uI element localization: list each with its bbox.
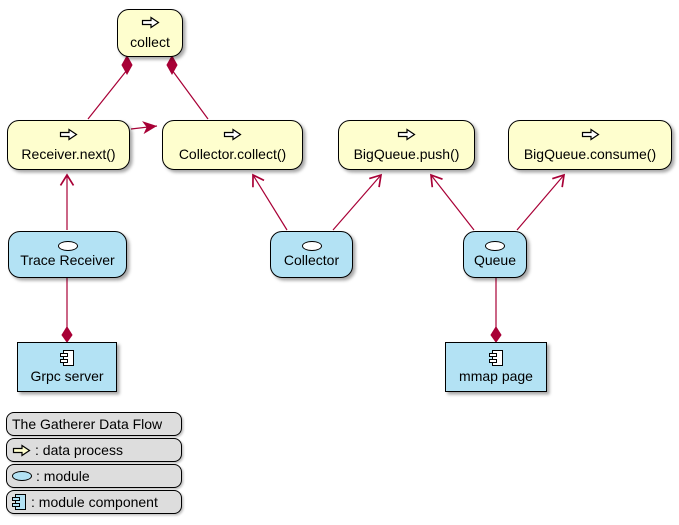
node-label: collect: [130, 33, 170, 50]
node-label: Receiver.next(): [21, 145, 116, 162]
module-component-icon: [59, 349, 75, 367]
edge-collector-to-collect: [252, 173, 288, 231]
node-label: BigQueue.consume(): [523, 145, 657, 162]
legend: The Gatherer Data Flow : data process : …: [6, 412, 182, 514]
data-process-icon: [223, 128, 242, 144]
node-label: Trace Receiver: [20, 251, 115, 268]
edge-collect-collector-collect: [171, 69, 209, 120]
module-component-icon: [488, 349, 504, 367]
module-icon: [301, 240, 322, 251]
node-label: Grpc server: [30, 367, 104, 384]
node-queue: Queue: [463, 231, 527, 278]
node-grpc-server: Grpc server: [17, 342, 117, 392]
legend-title-text: The Gatherer Data Flow: [12, 416, 163, 432]
data-process-icon: [397, 128, 416, 144]
node-label: BigQueue.push(): [353, 145, 460, 162]
legend-title: The Gatherer Data Flow: [6, 412, 182, 436]
edge-collector-to-push: [332, 173, 383, 231]
module-icon: [12, 471, 32, 481]
node-collector-collect: Collector.collect(): [162, 120, 303, 170]
module-icon: [57, 240, 78, 251]
node-collect: collect: [117, 9, 183, 57]
edge-collect-receiver: [87, 69, 128, 120]
edge-receiver-to-collector-collect: [130, 121, 158, 135]
node-receiver-next: Receiver.next(): [7, 120, 130, 170]
legend-item-data-process: : data process: [6, 438, 182, 462]
data-process-icon: [581, 128, 600, 144]
diamond-collect-right: [166, 54, 178, 76]
legend-item-label: : module component: [31, 494, 158, 510]
data-process-icon: [12, 443, 31, 457]
node-label: mmap page: [459, 367, 533, 384]
diamond-mmap: [490, 326, 502, 343]
diamond-grpc: [61, 326, 73, 343]
data-process-icon: [59, 128, 78, 144]
legend-item-label: : module: [36, 468, 90, 484]
edge-queue-to-consume: [516, 173, 566, 231]
module-icon: [485, 240, 505, 251]
module-component-icon: [12, 493, 27, 511]
node-collector: Collector: [270, 231, 353, 278]
node-trace-receiver: Trace Receiver: [8, 231, 127, 278]
legend-item-module-component: : module component: [6, 490, 182, 514]
node-label: Queue: [473, 251, 517, 268]
edge-queue-to-push: [430, 173, 475, 231]
node-label: Collector: [283, 251, 340, 268]
diamond-collect-left: [121, 54, 133, 76]
node-bigqueue-push: BigQueue.push(): [338, 120, 475, 170]
data-process-icon: [141, 16, 160, 32]
node-bigqueue-consume: BigQueue.consume(): [508, 120, 672, 170]
legend-item-module: : module: [6, 464, 182, 488]
legend-item-label: : data process: [35, 442, 123, 458]
node-mmap-page: mmap page: [445, 342, 547, 392]
node-label: Collector.collect(): [178, 145, 287, 162]
